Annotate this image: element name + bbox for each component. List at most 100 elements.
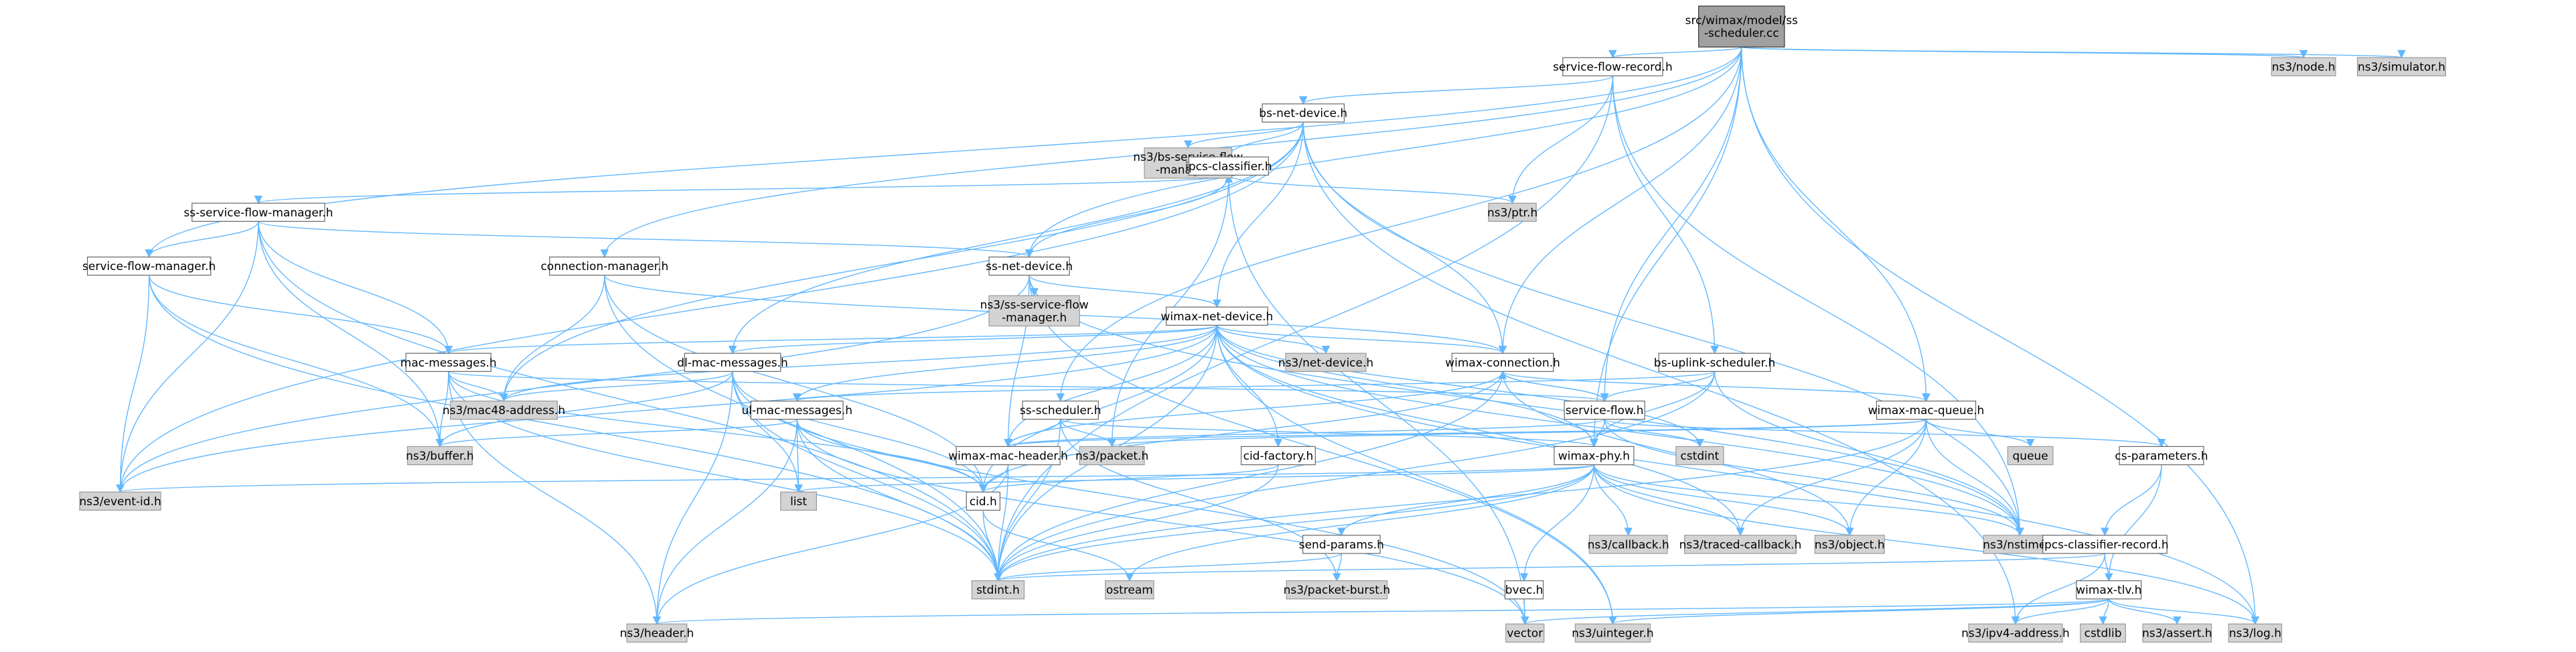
node-ipv4: ns3/ipv4-address.h (1961, 623, 2070, 643)
edge-sssched-to-pktburst (1059, 419, 1341, 582)
node-connmgr[interactable]: connection-manager.h (540, 256, 668, 276)
node-label: mac-messages.h (400, 356, 497, 370)
node-box (684, 352, 781, 372)
edge-root-to-sssched (1056, 47, 1742, 402)
edge-ipcs-to-vector (1228, 175, 1529, 625)
node-sssched[interactable]: ss-scheduler.h (1020, 400, 1102, 420)
edge-ipcsrec-to-ipv4 (2011, 553, 2106, 625)
node-label: ns3/traced-callback.h (1679, 538, 1802, 551)
node-ulmac[interactable]: ul-mac-messages.h (741, 400, 852, 420)
node-label: dl-mac-messages.h (677, 356, 788, 370)
node-wtlv[interactable]: wimax-tlv.h (2076, 580, 2141, 600)
node-label: wimax-phy.h (1558, 450, 1630, 463)
node-box (1814, 535, 1885, 554)
node-label: ns3/ss-service-flow-manager.h (980, 298, 1089, 324)
node-sendp[interactable]: send-params.h (1299, 535, 1384, 554)
edge-wnd-to-mac48 (500, 325, 1218, 402)
node-ptr: ns3/ptr.h (1487, 202, 1537, 222)
node-box (2356, 57, 2446, 76)
node-box (86, 256, 212, 276)
edge-sflow-to-cstdint (1604, 419, 1704, 448)
node-label: wimax-mac-header.h (948, 450, 1068, 463)
edge-wnd-to-ulmac (793, 325, 1218, 402)
edge-dlmac-to-buffer (435, 371, 733, 448)
node-netdev: ns3/net-device.h (1278, 352, 1373, 372)
edge-bsup-to-sflow (1600, 371, 1716, 402)
node-wmq[interactable]: wimax-mac-queue.h (1868, 400, 1985, 420)
node-bvec[interactable]: bvec.h (1504, 580, 1544, 600)
node-box (1505, 623, 1545, 643)
edge-sfm-to-macmsg (148, 275, 453, 354)
edge-wphy-to-callback (1593, 464, 1633, 537)
node-bsup[interactable]: bs-uplink-scheduler.h (1654, 352, 1775, 372)
node-cidf[interactable]: cid-factory.h (1240, 446, 1316, 466)
node-box (750, 400, 844, 420)
edge-wconn-to-cid (979, 371, 1503, 493)
node-box (1562, 57, 1663, 76)
edge-dlmac-to-header (652, 371, 733, 625)
node-label: ns3/simulator.h (2358, 61, 2445, 74)
node-box (2042, 535, 2168, 554)
node-box (988, 295, 1080, 327)
node-ipcs[interactable]: ipcs-classifier.h (1185, 156, 1272, 176)
edge-sflow-to-wmh (1004, 419, 1605, 448)
node-root[interactable]: src/wimax/model/ss-scheduler.cc (1685, 5, 1798, 48)
edge-bsup-to-wphy (1590, 371, 1716, 448)
node-box (406, 446, 473, 466)
node-label: ns3/packet-burst.h (1284, 584, 1390, 597)
edge-bsnd-to-dlmac (728, 122, 1304, 354)
node-box (192, 202, 325, 222)
node-label: bs-uplink-scheduler.h (1654, 356, 1775, 370)
edge-wphy-to-ostream (1125, 464, 1595, 582)
node-pktburst: ns3/packet-burst.h (1284, 580, 1390, 600)
node-sflow[interactable]: service-flow.h (1564, 400, 1645, 420)
node-sfr[interactable]: service-flow-record.h (1553, 57, 1673, 76)
node-box (626, 623, 688, 643)
node-ostream: ostream (1105, 580, 1154, 600)
node-object: ns3/object.h (1814, 535, 1885, 554)
edge-sfm-to-buffer (148, 275, 445, 448)
node-csparams[interactable]: cs-parameters.h (2115, 446, 2208, 466)
edge-root-to-wphy (1590, 47, 1742, 448)
edge-sendp-to-stdint (994, 553, 1343, 582)
node-eventid: ns3/event-id.h (79, 491, 161, 511)
node-box (1188, 156, 1269, 176)
node-box (1675, 446, 1724, 466)
edge-root-to-sflow (1600, 47, 1742, 402)
node-ipcsrec[interactable]: ipcs-classifier-record.h (2041, 535, 2169, 554)
node-wnd[interactable]: wimax-net-device.h (1160, 306, 1273, 326)
node-box (1698, 5, 1785, 48)
node-log: ns3/log.h (2228, 623, 2283, 643)
node-dlmac[interactable]: dl-mac-messages.h (677, 352, 788, 372)
edge-wphy-to-eventid (117, 464, 1595, 493)
edge-macmsg-to-sflow (448, 371, 1608, 402)
node-box (2271, 57, 2336, 76)
node-box (1022, 400, 1099, 420)
node-ssnd[interactable]: ss-net-device.h (986, 256, 1073, 276)
node-bsnd[interactable]: bs-net-device.h (1259, 103, 1347, 123)
node-wphy[interactable]: wimax-phy.h (1554, 446, 1635, 466)
edge-sssfm-to-eventid (116, 221, 259, 493)
edge-bsup-to-stdint (994, 371, 1716, 582)
edge-wtlv-to-header (654, 598, 2109, 625)
node-cid[interactable]: cid.h (966, 491, 1000, 511)
node-label: cstdint (1681, 450, 1720, 463)
edge-wmq-to-object (1845, 419, 1927, 537)
edge-ulmac-to-cid (796, 419, 988, 493)
node-label: service-flow-record.h (1553, 61, 1673, 74)
edge-bsnd-to-wconn (1302, 122, 1507, 354)
edge-wmh-to-header (652, 464, 1009, 625)
node-box (956, 446, 1061, 466)
edge-ipcsrec-to-wtlv (2104, 553, 2113, 582)
node-wconn[interactable]: wimax-connection.h (1445, 352, 1560, 372)
node-macmsg[interactable]: mac-messages.h (400, 352, 497, 372)
node-sfm[interactable]: service-flow-manager.h (82, 256, 216, 276)
node-wmh[interactable]: wimax-mac-header.h (948, 446, 1068, 466)
node-label: vector (1507, 627, 1543, 641)
node-box (2119, 446, 2204, 466)
edge-ipcs-to-ptr (1228, 174, 1517, 204)
edge-ssnd-to-ipcs (1029, 174, 1233, 257)
node-sssfm[interactable]: ss-service-flow-manager.h (183, 202, 333, 222)
node-cstdint: cstdint (1675, 446, 1724, 466)
